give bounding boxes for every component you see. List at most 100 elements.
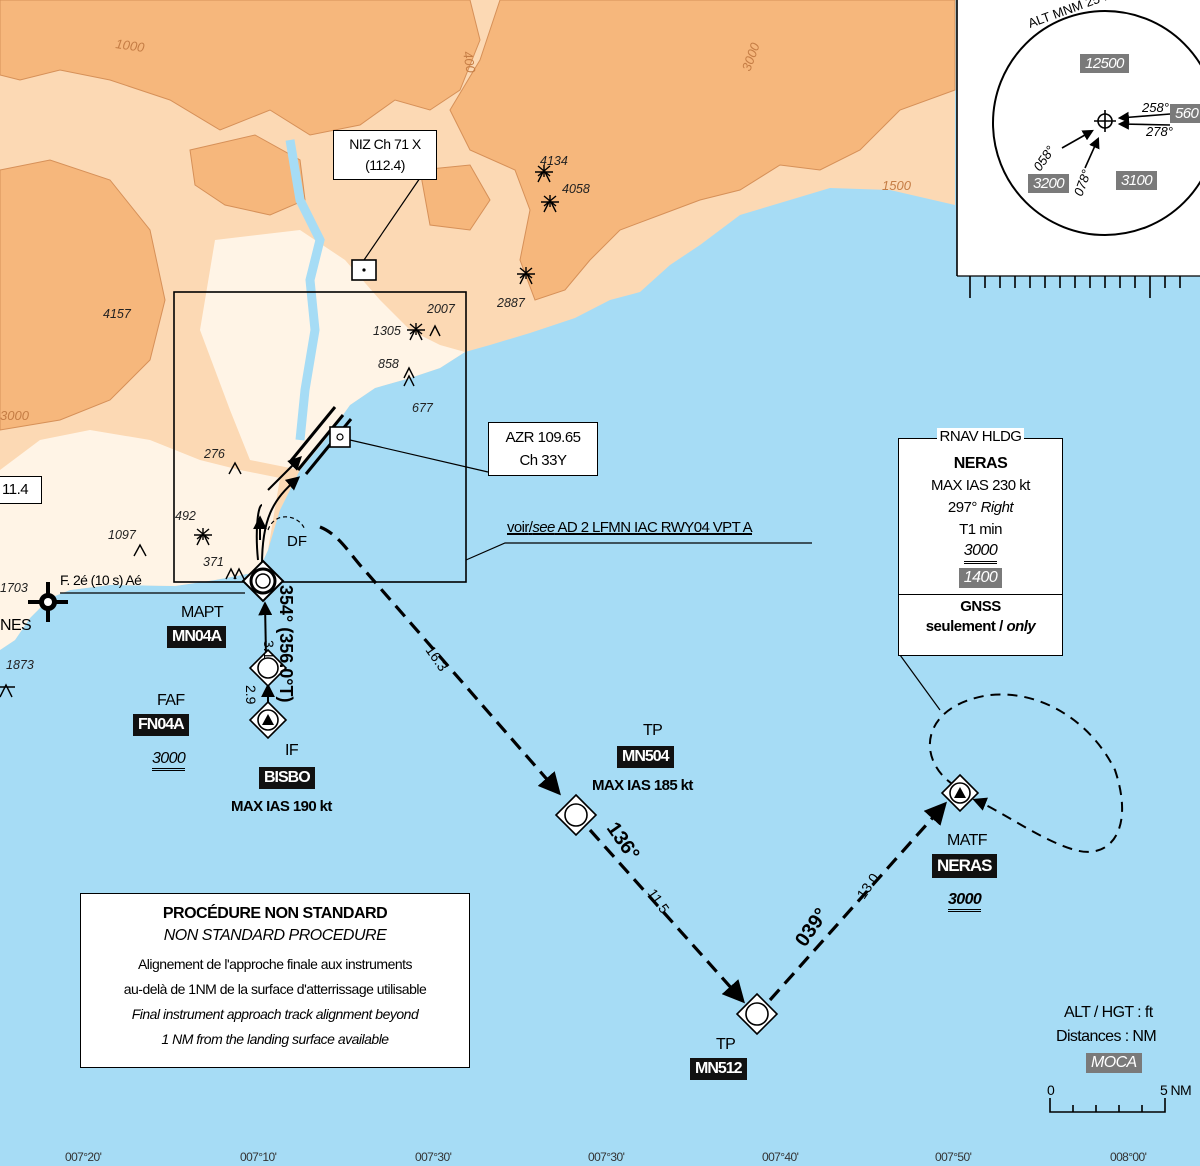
left-frequency-box: 11.4 bbox=[0, 476, 42, 504]
notice-line: Alignement de l'approche finale aux inst… bbox=[137, 956, 413, 972]
legend-moca: MOCA bbox=[1086, 1053, 1142, 1073]
if-role: IF bbox=[285, 742, 299, 759]
reference-text: AD 2 LFMN IAC RWY04 VPT A bbox=[554, 519, 752, 536]
spot-height: 2007 bbox=[426, 302, 456, 316]
mn504-name: MN504 bbox=[617, 746, 674, 768]
obstacle-icon bbox=[429, 324, 441, 337]
if-fix-icon bbox=[248, 700, 288, 740]
contour-label: 400 bbox=[460, 50, 479, 75]
faf-role: FAF bbox=[157, 692, 185, 709]
legend-hgt: HGT bbox=[1101, 1004, 1134, 1021]
holding-moca-value: 1400 bbox=[958, 568, 1003, 588]
high-terrain bbox=[0, 159, 166, 431]
non-standard-notice: PROCÉDURE NON STANDARD NON STANDARD PROC… bbox=[80, 893, 470, 1068]
holding-gnss-only: seulement / only bbox=[925, 618, 1036, 635]
obstacle-icon bbox=[403, 366, 415, 387]
df-arc bbox=[267, 516, 306, 531]
holding-moca: 1400 bbox=[899, 568, 1062, 588]
msa-sector-value: 3100 bbox=[1116, 171, 1157, 190]
azr-box: AZR 109.65 Ch 33Y bbox=[488, 422, 598, 476]
matf-altitude: 3000 bbox=[948, 891, 982, 912]
scale-bar bbox=[1049, 1098, 1166, 1113]
niz-frequency: (112.4) bbox=[365, 157, 405, 173]
dme-station-icon bbox=[329, 426, 351, 448]
graticule-label: 007°50' bbox=[935, 1150, 972, 1164]
faf-name: FN04A bbox=[133, 714, 189, 736]
holding-speed: MAX IAS 230 kt bbox=[931, 477, 1030, 494]
spot-height: 492 bbox=[175, 509, 196, 523]
contour-label: 1500 bbox=[882, 178, 912, 193]
mapt-role: MAPT bbox=[181, 604, 224, 621]
faf-altitude: 3000 bbox=[152, 750, 186, 771]
spot-height: 4134 bbox=[540, 154, 568, 168]
graticule-label: 007°10' bbox=[240, 1150, 277, 1164]
lighthouse-icon bbox=[28, 582, 68, 622]
mn504-tag: MN504 bbox=[617, 746, 674, 768]
if-tag: BISBO bbox=[259, 767, 315, 789]
spot-height: 371 bbox=[203, 555, 224, 569]
mn504-speed: MAX IAS 185 kt bbox=[592, 777, 693, 794]
aerodrome-inset-box bbox=[173, 291, 467, 583]
missed-approach-leg bbox=[319, 525, 561, 796]
notice-line: au-delà de 1NM de la surface d'atterriss… bbox=[123, 981, 427, 997]
graticule-label: 007°30' bbox=[415, 1150, 452, 1164]
obstacle-icon bbox=[225, 567, 245, 580]
notice-title-fr: PROCÉDURE NON STANDARD bbox=[162, 905, 388, 922]
left-frequency: 11.4 bbox=[2, 481, 29, 498]
scale-five: 5 NM bbox=[1160, 1082, 1192, 1098]
airport-reference-icon bbox=[1094, 110, 1116, 132]
holding-box: RNAV HLDG NERAS MAX IAS 230 kt 297° Righ… bbox=[898, 428, 1063, 656]
holding-altitude: 3000 bbox=[963, 541, 998, 564]
graticule-label: 007°20' bbox=[65, 1150, 102, 1164]
mapt-fix-icon bbox=[241, 559, 285, 603]
legend-units-text: : ft bbox=[1133, 1004, 1153, 1021]
holding-title-row: RNAV HLDG bbox=[899, 428, 1062, 446]
spot-height: 4157 bbox=[103, 307, 132, 321]
msa-sector-right: 3100 bbox=[1116, 171, 1157, 190]
graticule-label: 008°00' bbox=[1110, 1150, 1147, 1164]
leg-distance: 2.9 bbox=[243, 685, 259, 705]
msa-sector-value: 12500 bbox=[1080, 54, 1129, 73]
holding-turn: 297° Right bbox=[899, 497, 1062, 519]
notice-line: Final instrument approach track alignmen… bbox=[131, 1006, 419, 1022]
approach-leg bbox=[258, 601, 273, 657]
msa-bearing: 258° bbox=[1141, 100, 1169, 115]
final-course: 354° (356.0°T) bbox=[276, 585, 296, 702]
holding-title: RNAV HLDG bbox=[936, 428, 1025, 445]
coastal-band bbox=[200, 230, 465, 470]
gnss-en: only bbox=[1006, 618, 1036, 635]
coastal-band bbox=[0, 430, 280, 650]
leg-distance: 16.3 bbox=[423, 643, 452, 675]
obstacle-icon bbox=[0, 683, 15, 698]
msa-sector-top: 12500 bbox=[1080, 54, 1129, 73]
contour-label: 1000 bbox=[115, 36, 146, 55]
holding-pattern bbox=[928, 693, 1124, 853]
reference-en: see bbox=[532, 519, 555, 536]
legend-distances: Distances : NM bbox=[1056, 1028, 1157, 1045]
matf-role: MATF bbox=[947, 832, 988, 849]
matf-tag: NERAS bbox=[932, 854, 997, 878]
obstacle-icon bbox=[535, 165, 553, 183]
scale-zero: 0 bbox=[1047, 1082, 1055, 1098]
leg-course: 136° bbox=[602, 818, 644, 865]
legend-units: ALT / HGT : ft bbox=[1064, 1004, 1153, 1021]
turn-point-icon bbox=[554, 793, 598, 837]
spot-height: 1305 bbox=[373, 324, 401, 338]
high-terrain bbox=[419, 164, 491, 231]
msa-circle bbox=[992, 10, 1200, 236]
leg-distance: 13.0 bbox=[853, 870, 882, 902]
obstacle-icon bbox=[194, 528, 212, 546]
leg-course: 039° bbox=[791, 904, 833, 951]
notice-title-en: NON STANDARD PROCEDURE bbox=[163, 927, 387, 944]
spot-height: 2887 bbox=[496, 296, 526, 310]
azr-channel: Ch 33Y bbox=[519, 452, 567, 469]
missed-approach-leg bbox=[768, 801, 947, 1002]
legend-moca-tag: MOCA bbox=[1086, 1053, 1142, 1073]
holding-turn-course: 297° bbox=[947, 499, 978, 516]
river bbox=[285, 139, 325, 441]
matf-fix-icon bbox=[940, 773, 980, 813]
turn-point-icon bbox=[735, 992, 779, 1036]
legend-alt: ALT bbox=[1064, 1004, 1091, 1021]
